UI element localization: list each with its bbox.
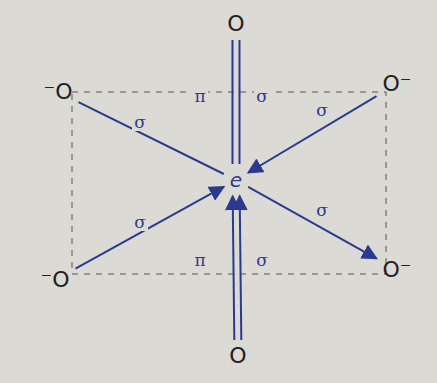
bond-line <box>248 187 376 259</box>
atom-symbol: e <box>230 168 242 192</box>
bond-line <box>231 40 233 164</box>
central-atom: e <box>227 167 245 193</box>
atom-symbol: O⁻ <box>383 71 412 96</box>
atom-symbol: O <box>229 343 246 368</box>
bond-label: σ <box>254 251 270 269</box>
bond-line <box>248 96 376 173</box>
bond-line <box>78 102 223 174</box>
atom-symbol: ⁻O <box>41 267 70 292</box>
atom-symbol: O⁻ <box>383 257 412 282</box>
bond-label: σ <box>132 213 148 231</box>
bond-label: σ <box>314 201 330 219</box>
dashed-rectangle <box>72 92 386 274</box>
oxygen-atom: ⁻O <box>38 267 73 293</box>
bond-line <box>75 187 223 269</box>
atom-symbol: ⁻O <box>44 79 73 104</box>
oxygen-atom: ⁻O <box>41 79 76 105</box>
oxygen-atom: O <box>224 11 247 37</box>
oxygen-atom: O⁻ <box>380 71 415 97</box>
bond-label: σ <box>132 113 148 131</box>
bond-line <box>238 40 240 164</box>
oxygen-atom: O⁻ <box>380 257 415 283</box>
bond-line <box>240 196 242 340</box>
oxygen-atom: O <box>226 343 249 369</box>
bond-label: π <box>192 87 207 105</box>
bond-label: σ <box>314 101 330 119</box>
bond-label: π <box>192 251 207 269</box>
bond-line <box>233 196 235 340</box>
bond-label: σ <box>254 87 270 105</box>
atom-symbol: O <box>227 11 244 36</box>
